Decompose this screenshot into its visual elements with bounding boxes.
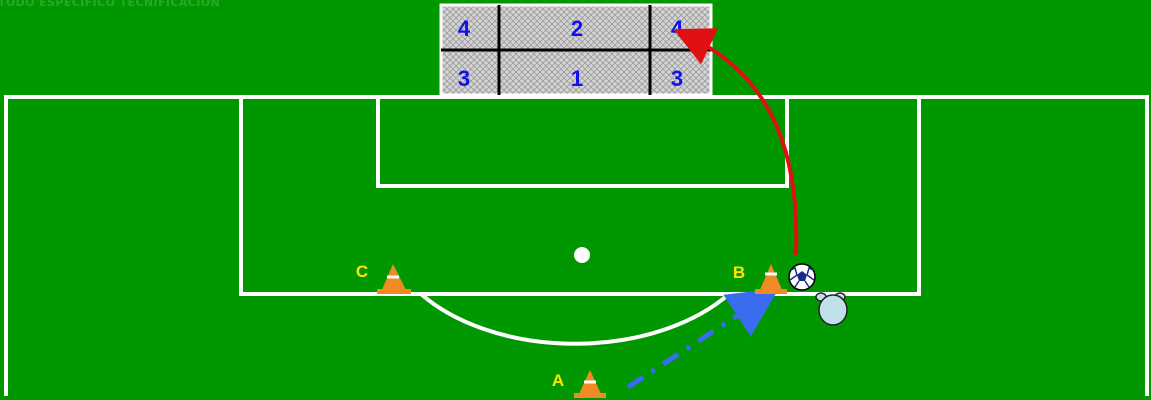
player-icon: [816, 293, 847, 325]
penalty-spot: [574, 247, 590, 263]
zone-number: 4: [458, 16, 471, 41]
cone-label-b: B: [733, 263, 745, 282]
cone-label-a: A: [552, 371, 564, 390]
cone-b: [755, 264, 787, 294]
zone-number: 4: [671, 16, 684, 41]
field-outline: [6, 97, 1147, 396]
zone-number: 3: [671, 66, 683, 91]
goal: 4 2 4 3 1 3: [441, 5, 711, 95]
zone-number: 1: [571, 66, 583, 91]
penalty-area: [241, 97, 919, 294]
run-arrow: [628, 302, 758, 387]
field-lines: [6, 97, 1147, 396]
penalty-arc: [421, 294, 729, 344]
cone-a: [574, 370, 606, 398]
soccer-ball-icon: [789, 264, 815, 290]
zone-number: 3: [458, 66, 470, 91]
goal-area: [378, 97, 787, 186]
zone-number: 2: [571, 16, 583, 41]
cone-c: [377, 264, 411, 294]
cone-label-c: C: [356, 262, 368, 281]
